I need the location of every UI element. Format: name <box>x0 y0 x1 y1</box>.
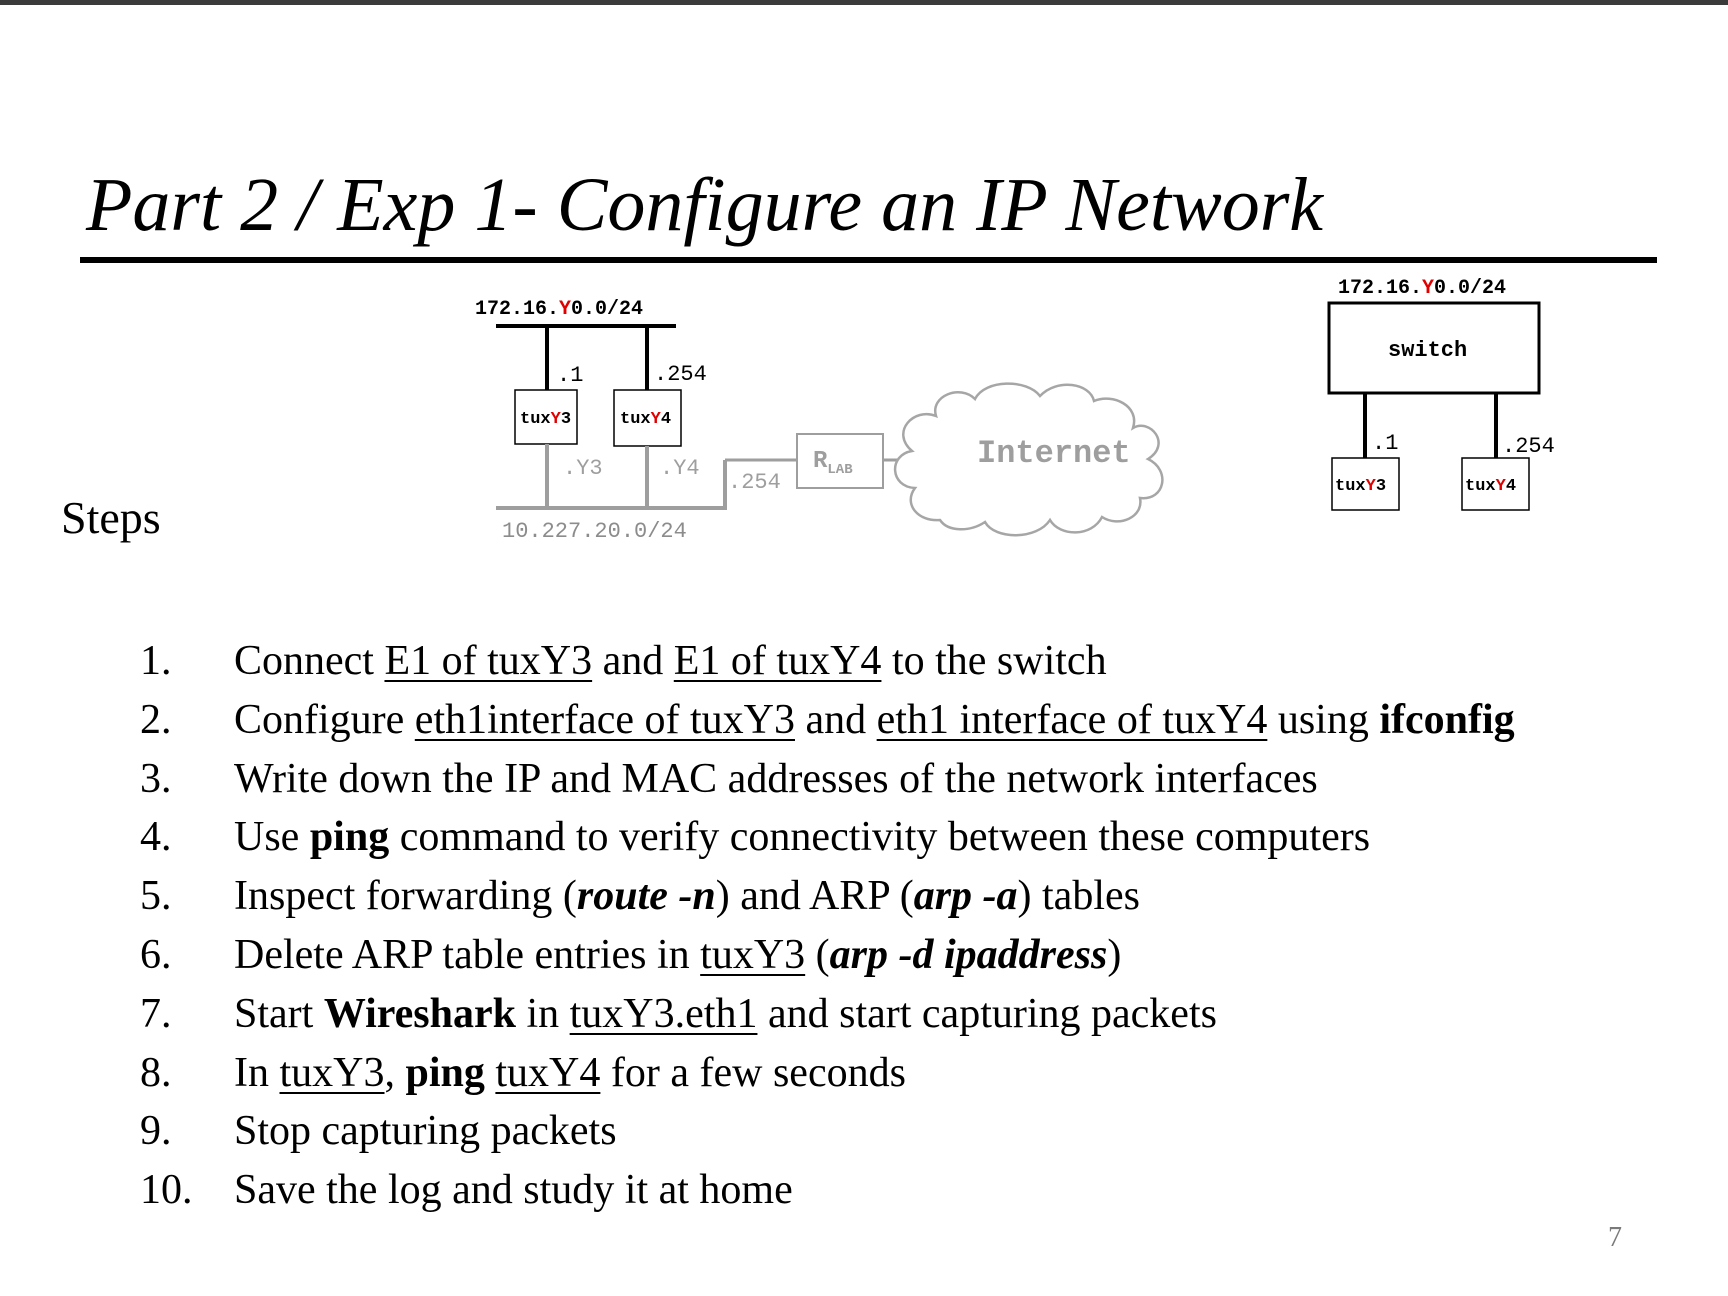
step-item: 1. Connect E1 of tuxY3 and E1 of tuxY4 to… <box>140 632 1515 691</box>
step-number: 1. <box>140 638 172 684</box>
switch-net-label: 172.16.Y0.0/24 <box>1338 277 1506 300</box>
step-number: 9. <box>140 1108 172 1155</box>
tux3-node <box>514 389 578 445</box>
step-number: 7. <box>140 990 172 1037</box>
tux4-label: tuxY4 <box>620 410 671 429</box>
step-text: tuxY4 <box>495 1049 601 1096</box>
step-text: Write down the IP and MAC addresses of t… <box>234 755 1318 802</box>
step-item: 3. Write down the IP and MAC addresses of… <box>140 750 1515 809</box>
step-text: and <box>592 638 674 684</box>
tux3-ip2-label: .Y3 <box>563 456 603 481</box>
step-text: Inspect forwarding ( <box>234 873 577 920</box>
slide-title: Part 2 / Exp 1- Configure an IP Network <box>86 163 1324 247</box>
step-number: 6. <box>140 931 172 978</box>
net1-label: 172.16.Y0.0/24 <box>475 298 643 321</box>
step-text: arp -a <box>913 873 1018 920</box>
step-item: 5. Inspect forwarding (route -n) and ARP … <box>140 867 1515 926</box>
step-text: command to verify connectivity between t… <box>389 814 1371 861</box>
step-text: ) <box>1107 931 1122 978</box>
switch-label: switch <box>1388 338 1467 363</box>
step-text: Connect <box>234 638 385 684</box>
step-text: Use <box>234 814 310 861</box>
step-text: In <box>234 1049 280 1096</box>
step-text: E1 of tuxY3 <box>384 638 593 684</box>
step-text: eth1interface of tuxY3 <box>414 696 795 743</box>
title-rule <box>80 257 1657 263</box>
step-item: 8. In tuxY3, ping tuxY4 for a few seconds <box>140 1044 1515 1103</box>
step-text: and start capturing packets <box>757 990 1217 1037</box>
tux4-ip-label: .254 <box>654 362 707 387</box>
step-text: Delete ARP table entries in <box>234 931 701 978</box>
step-item: 7. Start Wireshark in tuxY3.eth1 and star… <box>140 985 1515 1044</box>
step-text: ping <box>309 814 390 861</box>
step-text: ping <box>405 1049 485 1096</box>
router-ip-label: .254 <box>728 470 781 495</box>
step-number: 5. <box>140 873 172 920</box>
step-text: Stop capturing packets <box>234 1108 617 1155</box>
step-text: ) tables <box>1017 873 1140 920</box>
step-text: tuxY3 <box>700 931 806 978</box>
step-text: Configure <box>234 696 415 743</box>
internet-cloud <box>893 382 1193 537</box>
step-item: 10. Save the log and study it at home <box>140 1161 1515 1220</box>
step-text: Wireshark <box>323 990 516 1037</box>
step-text: using <box>1267 696 1380 743</box>
router-label: RLAB <box>813 448 853 478</box>
step-text: to the switch <box>881 638 1107 684</box>
net2-label: 10.227.20.0/24 <box>502 519 687 544</box>
step-text: route -n <box>576 873 716 920</box>
step-text: tuxY3.eth1 <box>569 990 758 1037</box>
steps-heading: Steps <box>61 492 161 543</box>
step-text: for a few seconds <box>600 1049 906 1096</box>
page-number: 7 <box>1608 1222 1622 1253</box>
step-text: ifconfig <box>1379 696 1515 743</box>
step-text: eth1 interface of tuxY4 <box>876 696 1268 743</box>
switch-node <box>1327 301 1541 395</box>
step-item: 2. Configure eth1interface of tuxY3 and e… <box>140 691 1515 750</box>
step-number: 4. <box>140 814 172 861</box>
step-number: 8. <box>140 1049 172 1096</box>
router-node <box>796 433 884 489</box>
switch-tux4-ip-label: .254 <box>1502 434 1555 459</box>
step-number: 3. <box>140 755 172 802</box>
switch-tux3-label: tuxY3 <box>1335 477 1386 496</box>
steps-list: 1. Connect E1 of tuxY3 and E1 of tuxY4 to… <box>140 632 1515 1220</box>
tux4-ip2-label: .Y4 <box>660 456 700 481</box>
step-text: , <box>384 1049 406 1096</box>
step-item: 9. Stop capturing packets <box>140 1102 1515 1161</box>
step-item: 6. Delete ARP table entries in tuxY3 (arp… <box>140 926 1515 985</box>
switch-tux4-node <box>1461 457 1530 511</box>
window-top-bar <box>0 0 1728 5</box>
step-number: 2. <box>140 696 172 743</box>
step-text: Start <box>234 990 324 1037</box>
step-text: and <box>794 696 877 743</box>
step-number: 10. <box>140 1167 193 1214</box>
step-text <box>485 1050 496 1096</box>
internet-label: Internet <box>977 435 1131 472</box>
step-text: ) and ARP ( <box>715 873 914 920</box>
step-text: ( <box>805 931 830 978</box>
step-item: 4. Use ping command to verify connectivit… <box>140 808 1515 867</box>
switch-tux3-ip-label: .1 <box>1372 431 1398 456</box>
step-text: in <box>515 990 570 1037</box>
switch-tux3-node <box>1331 457 1400 511</box>
step-text: arp -d ipaddress <box>829 931 1108 978</box>
tux3-ip-label: .1 <box>557 363 583 388</box>
step-text: tuxY3 <box>279 1049 385 1096</box>
tux4-node <box>613 389 682 447</box>
tux3-label: tuxY3 <box>520 410 571 429</box>
step-text: Save the log and study it at home <box>234 1167 793 1214</box>
switch-tux4-label: tuxY4 <box>1465 477 1516 496</box>
network-diagram: 172.16.Y0.0/24 .1 .254 tuxY3 tuxY4 .Y3 .… <box>475 277 1555 544</box>
step-text: E1 of tuxY4 <box>673 638 882 684</box>
